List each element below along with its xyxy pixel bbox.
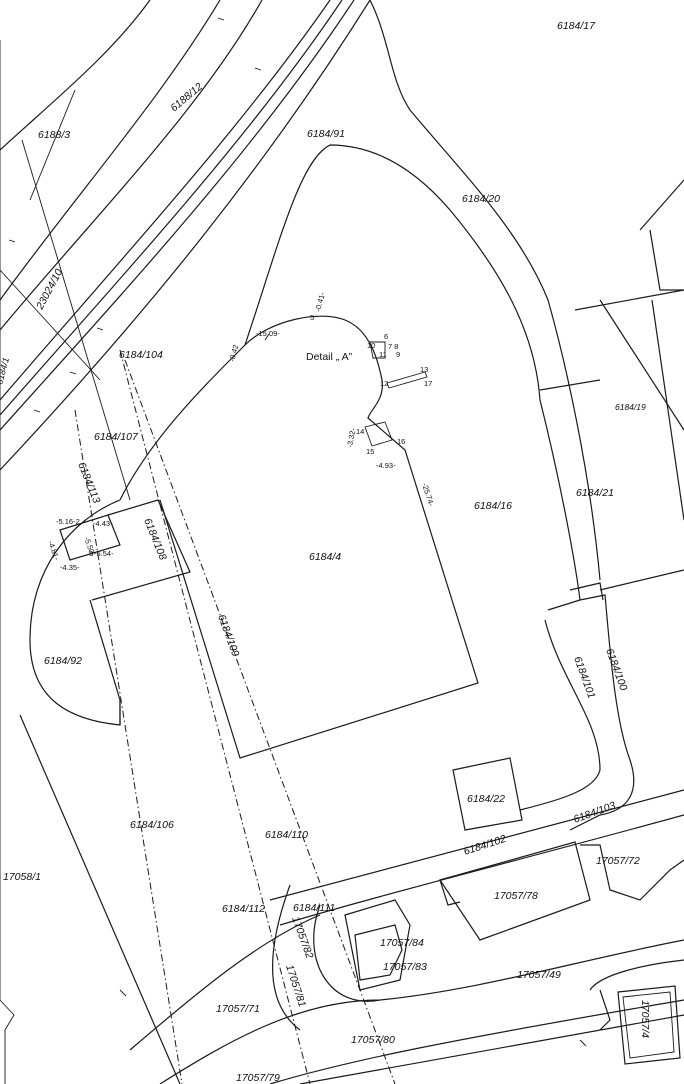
- measurement: -4.93-: [376, 461, 396, 470]
- parcel-label: 23024/10: [34, 267, 66, 312]
- measurement: 9: [396, 350, 400, 359]
- parcel-label: 17057/79: [236, 1072, 280, 1084]
- parcel-label: 6184/107: [94, 431, 139, 443]
- measurement: 10: [367, 341, 375, 350]
- parcel-label: 17057/82: [289, 915, 315, 960]
- measurement: -5.16-2: [56, 517, 80, 526]
- parcel-label: 6184/4: [309, 551, 341, 563]
- parcel-label: 6184/20: [462, 193, 500, 205]
- measurement: -0.42: [227, 344, 240, 363]
- parcel-label: 6184/110: [265, 829, 308, 841]
- measurement: 6: [384, 332, 388, 341]
- parcel-label: 6188/12: [168, 81, 205, 115]
- measurement: 11: [379, 350, 387, 359]
- parcel-label: 6184/21: [576, 487, 614, 499]
- parcel-label: 6188/3: [38, 129, 70, 141]
- measurement: 5: [310, 313, 314, 322]
- parcel-label: 17057/72: [596, 855, 640, 867]
- measurement: -4.35-: [60, 563, 80, 572]
- measurement: 16: [397, 437, 405, 446]
- parcel-label: 6184/16: [474, 500, 512, 512]
- parcel-label: 6184/100: [603, 647, 629, 692]
- parcel-label: 6184/112: [222, 903, 265, 915]
- measurement: -0.41-: [313, 291, 327, 313]
- parcel-label: 6184/17: [557, 20, 596, 32]
- detail-annotation: Detail „ A”: [306, 351, 353, 363]
- parcel-label: 17058/1: [3, 871, 41, 883]
- parcel-label: 17057/80: [351, 1034, 395, 1046]
- measurement: -4.43-: [93, 519, 113, 528]
- parcel-label: 6184/109: [215, 613, 241, 658]
- parcel-label: 17057/4: [639, 1000, 651, 1038]
- parcel-label: 6184/113: [75, 461, 102, 506]
- parcel-label: 17057/81: [283, 963, 308, 1008]
- section-lines: [74, 349, 396, 1084]
- parcel-label: 6184/91: [307, 128, 345, 140]
- measurement: -5.54-: [94, 549, 114, 558]
- measurement: 7 8: [388, 342, 398, 351]
- measurement: -3.32-: [345, 427, 357, 448]
- measurement: 12: [380, 379, 388, 388]
- parcel-label: 17057/84: [380, 937, 424, 949]
- boundary-ticks: [8, 17, 587, 1047]
- parcel-label: 6184/103: [572, 800, 617, 826]
- parcel-label: 17057/83: [383, 961, 427, 973]
- parcel-label: 6184/111: [293, 902, 335, 914]
- parcel-label: 6184/22: [467, 793, 505, 805]
- measurement: -25.74-: [420, 482, 436, 508]
- parcel-label: 6184/106: [130, 819, 174, 831]
- parcel-label: 17057/71: [216, 1003, 260, 1015]
- measurement: 15: [366, 447, 374, 456]
- parcel-label: 6184/1: [0, 356, 11, 385]
- measurement: 17: [424, 379, 432, 388]
- measurement: 3: [89, 549, 93, 558]
- measurement: -15.09-: [256, 329, 280, 338]
- parcel-label: 17057/49: [517, 969, 561, 981]
- parcel-label: 6184/19: [615, 402, 646, 412]
- measurement: 14: [356, 427, 364, 436]
- measurement: -4.81-: [46, 540, 61, 562]
- detail-label: Detail „ A”: [306, 351, 353, 363]
- parcel-label: 6184/92: [44, 655, 82, 667]
- measurement: 13: [420, 365, 428, 374]
- parcel-label: 6184/104: [119, 349, 163, 361]
- parcel-label: 17057/78: [494, 890, 538, 902]
- parcel-label: 6184/102: [462, 833, 508, 858]
